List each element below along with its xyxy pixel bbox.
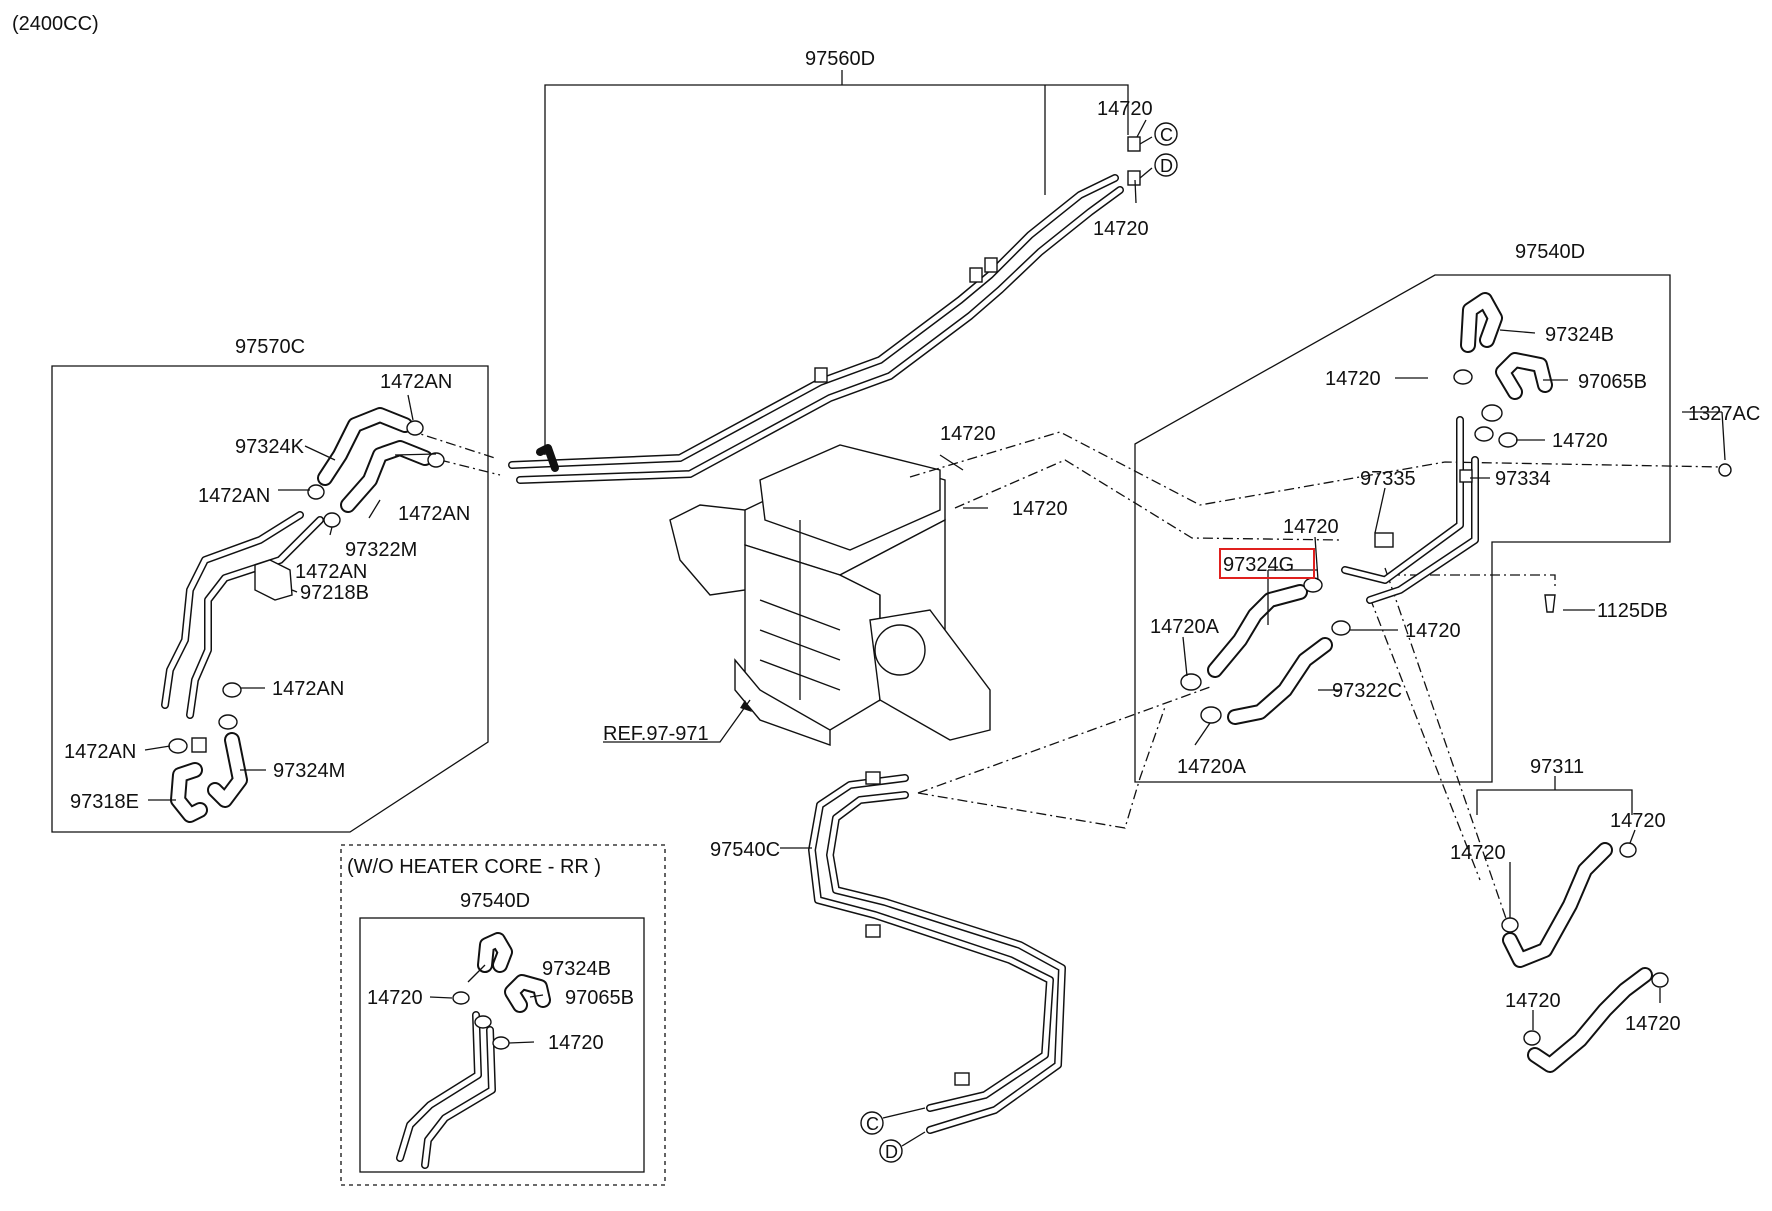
label-14720: 14720 bbox=[1552, 430, 1608, 452]
label-14720: 14720 bbox=[548, 1032, 604, 1054]
leader-lines bbox=[144, 119, 1726, 1044]
label-14720: 14720 bbox=[1097, 98, 1153, 120]
label-1125DB: 1125DB bbox=[1597, 600, 1668, 622]
pipe-97560D-a bbox=[508, 174, 1119, 469]
label-14720: 14720 bbox=[1610, 810, 1666, 832]
label-97218B: 97218B bbox=[300, 582, 369, 604]
label-1472AN: 1472AN bbox=[198, 485, 270, 507]
label-1472AN: 1472AN bbox=[380, 371, 452, 393]
label-14720: 14720 bbox=[1505, 990, 1561, 1012]
label-97540D: 97540D bbox=[460, 890, 530, 912]
svg-text:D: D bbox=[885, 1142, 898, 1162]
label-97324B: 97324B bbox=[1545, 324, 1614, 346]
label-97322C: 97322C bbox=[1332, 680, 1402, 702]
label-97334: 97334 bbox=[1495, 468, 1551, 490]
frame-wo-heater bbox=[340, 844, 666, 1186]
label-14720: 14720 bbox=[1093, 218, 1149, 240]
label-14720: 14720 bbox=[1325, 368, 1381, 390]
label-14720A: 14720A bbox=[1150, 616, 1220, 638]
label-14720A: 14720A bbox=[1177, 756, 1247, 778]
flow-line-1 bbox=[909, 431, 1723, 506]
frame-97570C bbox=[51, 365, 489, 833]
frame-97540D-2 bbox=[359, 917, 645, 1173]
bracket-97218B bbox=[254, 559, 293, 601]
pipe-97540D-2 bbox=[396, 1011, 482, 1162]
label-97540D: 97540D bbox=[1515, 241, 1585, 263]
label-97065B: 97065B bbox=[565, 987, 634, 1009]
label-97540C: 97540C bbox=[710, 839, 780, 861]
label-14720: 14720 bbox=[1625, 1013, 1681, 1035]
connector-d-bottom bbox=[879, 1139, 903, 1163]
label-14720: 14720 bbox=[1450, 842, 1506, 864]
heater-unit bbox=[669, 444, 991, 746]
label-1327AC: 1327AC bbox=[1688, 403, 1760, 425]
pipe-97540C-b bbox=[826, 791, 1066, 1134]
frame-97311 bbox=[1476, 789, 1633, 815]
label-14720: 14720 bbox=[367, 987, 423, 1009]
label-1472AN: 1472AN bbox=[295, 561, 367, 583]
label-1472AN: 1472AN bbox=[64, 741, 136, 763]
label-1472AN: 1472AN bbox=[272, 678, 344, 700]
flow-line-2 bbox=[954, 459, 1341, 541]
connector-c-top bbox=[1154, 122, 1178, 146]
label-97065B: 97065B bbox=[1578, 371, 1647, 393]
label-14720: 14720 bbox=[940, 423, 996, 445]
label-14720: 14720 bbox=[1405, 620, 1461, 642]
bolt-1327AC bbox=[1718, 463, 1732, 477]
label-97570C: 97570C bbox=[235, 336, 305, 358]
label-97324M: 97324M bbox=[273, 760, 345, 782]
label-97560D: 97560D bbox=[805, 48, 875, 70]
label-97324G: 97324G bbox=[1223, 554, 1294, 576]
svg-text:C: C bbox=[866, 1114, 879, 1134]
pipe-97570C-a bbox=[161, 511, 304, 709]
highlight-box-97324G bbox=[1219, 548, 1315, 579]
label-97311: 97311 bbox=[1530, 756, 1584, 778]
label-97335: 97335 bbox=[1360, 468, 1416, 490]
svg-text:D: D bbox=[1160, 156, 1173, 176]
label-REF-97-971: REF.97-971 bbox=[603, 723, 709, 745]
label-97322M: 97322M bbox=[345, 539, 417, 561]
connector-d-top bbox=[1154, 153, 1178, 177]
label-97318E: 97318E bbox=[70, 791, 139, 813]
pipe-97335 bbox=[1341, 416, 1464, 584]
label-14720: 14720 bbox=[1283, 516, 1339, 538]
engine-label: (2400CC) bbox=[12, 13, 99, 35]
label-wo-heater-core: (W/O HEATER CORE - RR ) bbox=[347, 856, 601, 878]
connector-c-bottom bbox=[860, 1111, 884, 1135]
label-97324K: 97324K bbox=[235, 436, 305, 458]
label-14720: 14720 bbox=[1012, 498, 1068, 520]
label-97324B: 97324B bbox=[542, 958, 611, 980]
frame-97540D bbox=[1134, 274, 1671, 783]
label-1472AN: 1472AN bbox=[398, 503, 470, 525]
svg-text:C: C bbox=[1160, 125, 1173, 145]
frame-97560D bbox=[544, 84, 1129, 455]
